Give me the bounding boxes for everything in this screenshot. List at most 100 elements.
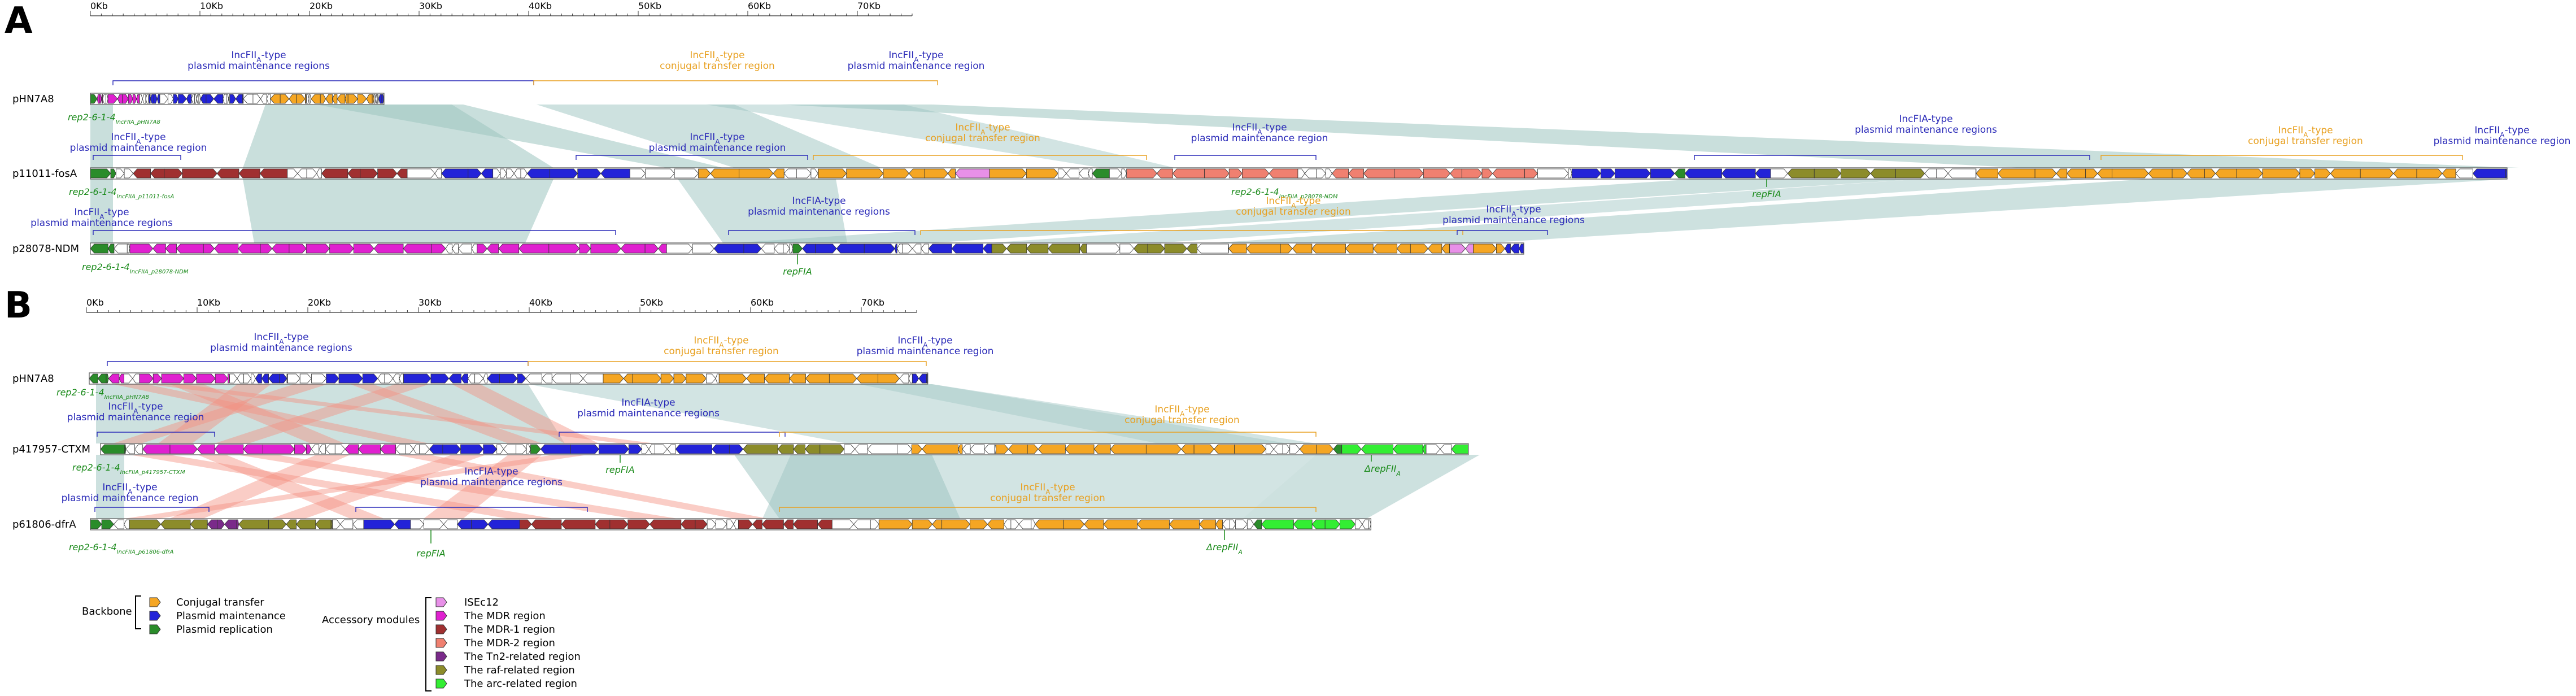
gene-arrow xyxy=(1214,444,1235,454)
gene-arrow xyxy=(1755,168,1771,179)
gene-arrow xyxy=(932,519,943,529)
region-label: IncFIA-type xyxy=(464,466,518,477)
homology-link xyxy=(1243,455,1480,519)
gene-arrow xyxy=(133,168,151,179)
gene-arrow xyxy=(743,444,778,454)
gene-name: repFIA xyxy=(416,548,445,559)
rep-label: rep2-6-1-4IncFIIA_pHN7A8 xyxy=(56,387,149,401)
gene-arrow xyxy=(1110,444,1147,454)
region-bracket xyxy=(2100,155,2463,160)
region-label: IncFIIA-type xyxy=(694,335,748,349)
region-subscript: A xyxy=(1045,488,1051,496)
gene-arrow xyxy=(912,243,922,254)
gene-arrow xyxy=(116,168,125,179)
gene-arrow xyxy=(2315,168,2331,179)
homology-link xyxy=(762,455,1316,519)
homology-link xyxy=(734,179,1920,243)
rep-name: rep2-6-1-4 xyxy=(56,387,104,398)
gene-arrow xyxy=(357,94,367,104)
legend-item-label: The Tn2-related region xyxy=(464,651,581,663)
gene-arrow xyxy=(243,444,263,454)
track-outline xyxy=(90,242,1524,255)
region-subscript: A xyxy=(1511,210,1516,218)
gene-name: repFIA xyxy=(1752,189,1781,199)
gene-arrow xyxy=(441,168,469,179)
gene-arrow xyxy=(338,373,363,384)
gene-arrow xyxy=(261,373,269,384)
gene-arrow xyxy=(761,519,784,529)
gene-arrow xyxy=(173,94,179,104)
gene-arrow xyxy=(1018,519,1032,529)
region-label-desc: plasmid maintenance region xyxy=(848,60,985,72)
homology-link xyxy=(158,384,271,443)
gene-arrow xyxy=(332,94,338,104)
region-bracket xyxy=(779,432,1317,437)
gene-arrow xyxy=(500,168,507,179)
legend-swatch xyxy=(149,597,161,607)
gene-arrow xyxy=(1998,168,2035,179)
gene-arrow xyxy=(430,373,450,384)
gene-arrow xyxy=(238,168,260,179)
gene-arrow xyxy=(405,444,414,454)
gene-arrow xyxy=(958,444,963,454)
gene-arrow xyxy=(90,243,108,254)
gene-arrow xyxy=(139,94,143,104)
region-subscript: A xyxy=(980,128,986,136)
region-subscript: A xyxy=(914,56,919,64)
gene-arrow xyxy=(326,373,339,384)
plasmid-name: p28078-NDM xyxy=(12,243,79,255)
homology-link xyxy=(124,455,587,519)
track-outline xyxy=(90,167,2508,180)
gene-arrow xyxy=(774,243,784,254)
gene-arrow xyxy=(393,373,400,384)
gene-arrow xyxy=(325,94,333,104)
gene-arrow xyxy=(229,373,238,384)
gene-arrow xyxy=(1164,243,1187,254)
gene-arrow xyxy=(970,444,985,454)
gene-arrow xyxy=(1008,444,1028,454)
gene-arrow xyxy=(969,519,988,529)
gene-arrow xyxy=(561,519,596,529)
rep-subscript: IncFIIA_p417957-CTXM xyxy=(120,469,185,476)
gene-subscript: A xyxy=(1237,549,1243,556)
gene-arrow xyxy=(1246,243,1281,254)
gene-arrow xyxy=(726,519,734,529)
gene-arrow xyxy=(660,373,674,384)
region-type-suffix: -type xyxy=(919,50,944,61)
gene-arrow xyxy=(924,168,948,179)
region-type: IncFII xyxy=(2278,125,2303,136)
gene-arrow xyxy=(1936,168,1949,179)
gene-arrow xyxy=(951,243,983,254)
gene-arrow xyxy=(263,444,295,454)
gene-arrow xyxy=(101,519,115,529)
legend-item-label: The raf-related region xyxy=(464,664,575,676)
region-bracket xyxy=(93,230,616,235)
gene-arrow xyxy=(410,519,425,529)
region-type: IncFIA-type xyxy=(792,195,845,207)
rep-name: rep2-6-1-4 xyxy=(69,542,117,553)
gene-arrow xyxy=(153,94,158,104)
region-type-suffix: -type xyxy=(1296,195,1321,207)
plasmid-tracks-layer xyxy=(89,93,2508,530)
legend-item-label: The MDR region xyxy=(464,610,546,622)
region-type-suffix: -type xyxy=(1051,482,1075,493)
gene-arrow xyxy=(773,168,784,179)
homology-link xyxy=(169,384,345,443)
gene-arrow xyxy=(97,94,100,104)
gene-arrow xyxy=(1145,444,1182,454)
region-type-suffix: -type xyxy=(928,335,953,346)
gene-arrow xyxy=(363,519,395,529)
gene-arrow xyxy=(251,373,256,384)
region-type: IncFII xyxy=(690,132,715,143)
gene-arrow xyxy=(519,519,532,529)
region-label: IncFIIA-type xyxy=(102,482,157,496)
region-label: IncFIIA-type xyxy=(2278,125,2333,139)
gene-arrow xyxy=(194,94,197,104)
gene-arrow xyxy=(570,444,599,454)
gene-arrow xyxy=(1065,444,1095,454)
gene-arrow xyxy=(1093,444,1111,454)
rep-label: rep2-6-1-4IncFIIA_p61806-dfrA xyxy=(69,542,174,555)
region-bracket xyxy=(355,507,588,512)
